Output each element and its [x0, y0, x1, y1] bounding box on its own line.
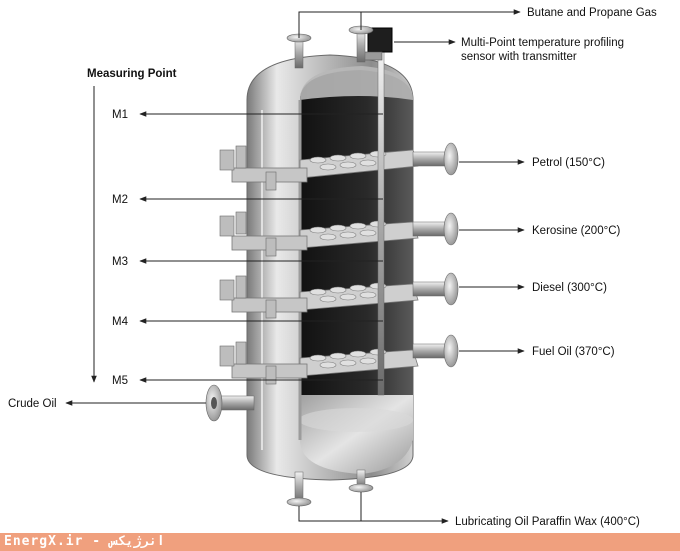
label-bottom-product: Lubricating Oil Paraffin Wax (400°C): [455, 516, 640, 528]
arrow-bottom-product: [298, 506, 449, 524]
label-m4: M4: [112, 316, 129, 328]
sensor-rod: [377, 49, 385, 396]
label-m1: M1: [112, 109, 128, 121]
label-m5: M5: [112, 375, 128, 387]
label-measuring-point: Measuring Point: [87, 68, 177, 80]
footer-watermark[interactable]: EnergX.ir - انرژیکس: [4, 534, 165, 549]
left-bolt-clusters: [219, 145, 277, 385]
label-sensor-line2: sensor with transmitter: [461, 51, 577, 63]
connector-lines: [65, 9, 525, 524]
label-diesel: Diesel (300°C): [532, 282, 607, 294]
label-crude-oil: Crude Oil: [8, 398, 57, 410]
label-sensor-line1: Multi-Point temperature profiling: [461, 37, 624, 49]
label-m3: M3: [112, 256, 128, 268]
label-butane-propane: Butane and Propane Gas: [527, 7, 657, 19]
arrow-butane-propane: [298, 9, 521, 38]
bottom-dome: [300, 395, 413, 474]
side-outlet-nozzles: [412, 142, 459, 368]
top-dome: [300, 66, 413, 100]
vessel: [205, 25, 459, 507]
label-fuel-oil: Fuel Oil (370°C): [532, 346, 615, 358]
footer-bar: EnergX.ir - انرژیکس: [0, 533, 680, 551]
label-kerosine: Kerosine (200°C): [532, 225, 621, 237]
crude-oil-inlet: [205, 384, 255, 422]
label-m2: M2: [112, 194, 128, 206]
label-petrol: Petrol (150°C): [532, 157, 605, 169]
tray: [231, 283, 419, 313]
